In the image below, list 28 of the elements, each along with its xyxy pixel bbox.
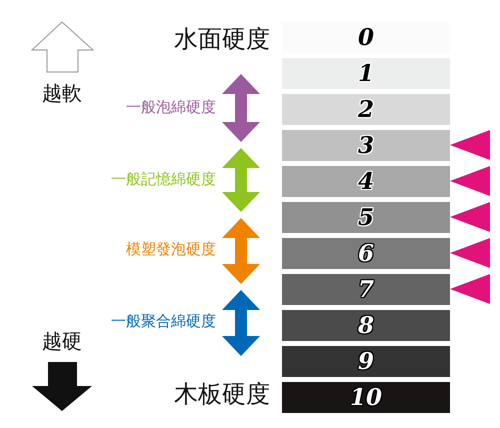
- scale-bar: [282, 202, 450, 233]
- scale-number: 1: [358, 62, 374, 85]
- scale-label: 越硬: [41, 331, 83, 351]
- scale-bar: [282, 346, 450, 377]
- scale-bar: [282, 310, 450, 341]
- scale-bar: [282, 382, 450, 413]
- scale-number: 10: [350, 386, 382, 409]
- scale-number: 5: [358, 206, 374, 229]
- scale-bar: [282, 166, 450, 197]
- scale-label: 越軟: [41, 83, 83, 103]
- scale-bar: [282, 238, 450, 269]
- scale-bar: [282, 130, 450, 161]
- scale-number: 9: [358, 350, 374, 373]
- scale-number: 3: [358, 134, 374, 157]
- range-label: 一般泡綿硬度: [126, 100, 216, 114]
- range-label: 一般聚合綿硬度: [111, 314, 216, 328]
- scale-number: 8: [358, 314, 374, 337]
- scale-number: 2: [358, 98, 374, 121]
- scale-bar: [282, 274, 450, 305]
- scale-label: 水面硬度: [174, 27, 270, 51]
- scale-label: 木板硬度: [174, 382, 270, 406]
- scale-number: 4: [358, 170, 374, 193]
- range-label: 一般記憶綿硬度: [111, 172, 216, 186]
- range-label: 模塑發泡硬度: [126, 242, 216, 256]
- scale-bar: [282, 94, 450, 125]
- scale-number: 0: [358, 26, 374, 49]
- scale-number: 7: [358, 278, 374, 301]
- scale-number: 6: [358, 242, 374, 265]
